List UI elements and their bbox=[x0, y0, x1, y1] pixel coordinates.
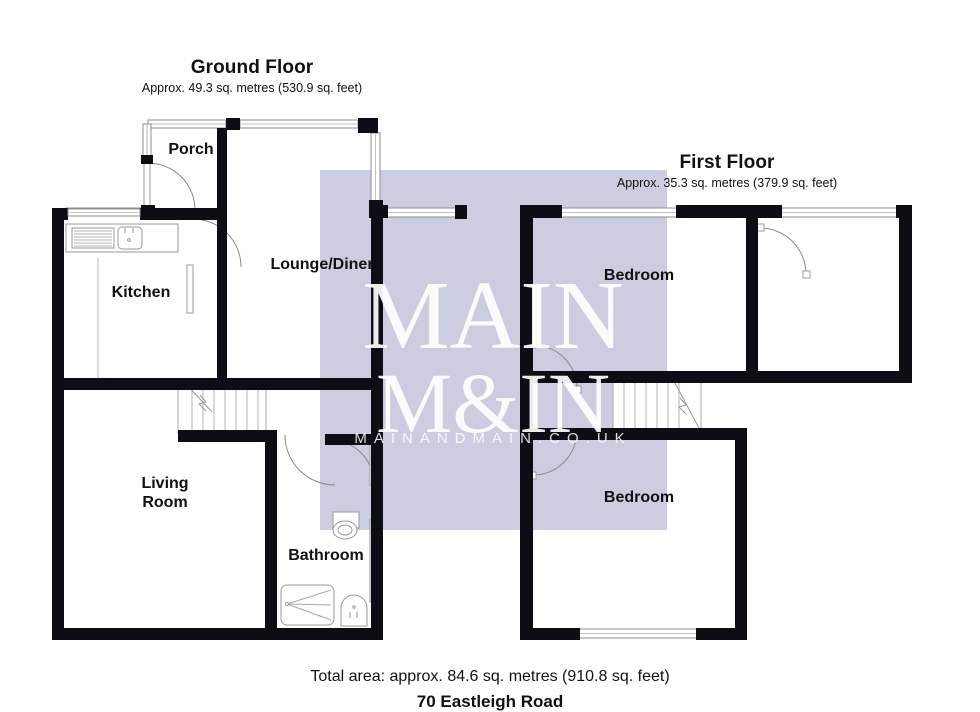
property-address: 70 Eastleigh Road bbox=[416, 692, 564, 711]
kitchen-sink-basin bbox=[117, 226, 143, 250]
room-label-bathroom: Bathroom bbox=[288, 547, 364, 564]
first-floor-plan bbox=[520, 205, 912, 640]
ground-window-panes bbox=[67, 208, 141, 217]
ground-floor-walls bbox=[52, 118, 467, 640]
first-floor-stairs bbox=[612, 380, 702, 434]
kitchen-plug bbox=[127, 238, 131, 242]
first-floor-title: First Floor bbox=[679, 152, 775, 173]
room-label-bedroom-1: Bedroom bbox=[603, 267, 675, 284]
ground-floor-plan bbox=[52, 118, 467, 640]
living-room-door-swing bbox=[284, 434, 336, 486]
draining-board-grooves bbox=[74, 230, 112, 247]
wash-basin bbox=[340, 594, 368, 627]
bedroom1-door-swing bbox=[759, 227, 807, 275]
first-floor-walls bbox=[520, 205, 912, 640]
room-label-porch: Porch bbox=[168, 141, 214, 158]
room-label-living-room: Living Room bbox=[141, 474, 188, 512]
living-room-line-2: Room bbox=[142, 494, 188, 511]
bathtub bbox=[280, 584, 335, 626]
kitchen-fixtures bbox=[65, 223, 179, 253]
room-label-lounge-diner: Lounge/Diner bbox=[270, 256, 374, 273]
first-floor-area: Approx. 35.3 sq. metres (379.9 sq. feet) bbox=[616, 176, 838, 190]
ground-floor-title: Ground Floor bbox=[190, 57, 314, 78]
porch-door-swing bbox=[147, 162, 196, 211]
total-area-text: Total area: approx. 84.6 sq. metres (910… bbox=[310, 668, 670, 685]
living-room-line-1: Living bbox=[141, 475, 189, 492]
bathtub-lines bbox=[286, 589, 332, 621]
room-label-bedroom-2: Bedroom bbox=[603, 489, 675, 506]
ground-floor-area: Approx. 49.3 sq. metres (530.9 sq. feet) bbox=[141, 81, 363, 95]
room-label-kitchen: Kitchen bbox=[111, 284, 171, 301]
